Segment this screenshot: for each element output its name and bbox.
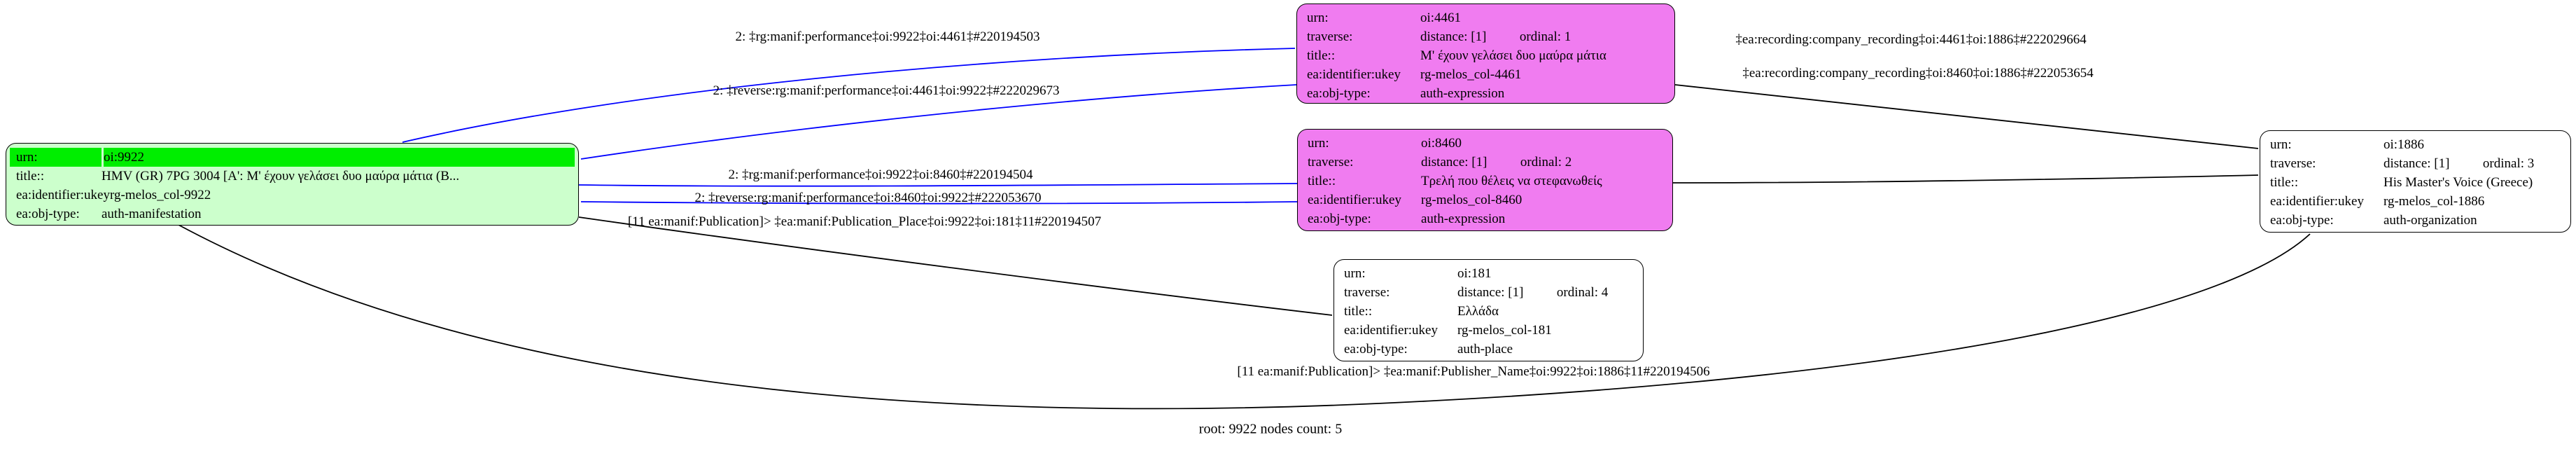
edge-label-publication-place-9922-181: [11 ea:manif:Publication]> ‡ea:manif:Pub… <box>627 214 1102 229</box>
node-row-urn: urn: oi:1886 <box>2264 135 2567 154</box>
node-row-traverse: traverse: distance: [1] ordinal: 1 <box>1301 27 1671 46</box>
node-oi-4461[interactable]: urn: oi:4461 traverse: distance: [1] ord… <box>1296 4 1675 104</box>
edge-reverse-performance-4461-9922 <box>580 84 1297 160</box>
field-key: ea:obj-type: <box>1344 342 1408 357</box>
field-key: urn: <box>10 148 102 167</box>
node-row-obj-type: ea:obj-type: auth-expression <box>1301 84 1671 103</box>
field-value: rg-melos_col-8460 <box>1421 193 1522 207</box>
field-value: rg-melos_col-1886 <box>2384 194 2485 209</box>
field-key: title:: <box>1307 48 1336 63</box>
field-value: auth-manifestation <box>102 207 202 221</box>
edge-performance-9922-4461 <box>402 48 1296 143</box>
field-key: ea:obj-type: <box>16 207 80 221</box>
field-key: title:: <box>16 169 45 184</box>
node-oi-1886[interactable]: urn: oi:1886 traverse: distance: [1] ord… <box>2260 130 2571 233</box>
field-value: Τρελή που θέλεις να στεφανωθείς <box>1421 174 1602 188</box>
field-key: traverse: <box>2270 156 2316 171</box>
node-row-traverse: traverse: distance: [1] ordinal: 4 <box>1338 283 1639 302</box>
field-value: oi:1886 <box>2384 137 2425 152</box>
node-row-traverse: traverse: distance: [1] ordinal: 3 <box>2264 154 2567 173</box>
field-value: oi:9922 <box>104 148 575 167</box>
field-key: title:: <box>2270 175 2299 190</box>
edge-label-reverse-performance-8460-9922: 2: ‡reverse:rg:manif:performance‡oi:8460… <box>694 191 1042 205</box>
field-value: auth-place <box>1457 342 1513 357</box>
node-row-title: title:: Τρελή που θέλεις να στεφανωθείς <box>1301 172 1669 191</box>
edge-label-performance-9922-4461: 2: ‡rg:manif:performance‡oi:9922‡oi:4461… <box>735 29 1040 44</box>
field-key: urn: <box>1307 11 1329 25</box>
edge-publisher-name-9922-1886 <box>178 224 2311 410</box>
edge-reverse-performance-8460-9922 <box>580 201 1299 205</box>
field-value: oi:4461 <box>1420 11 1462 25</box>
field-value: His Master's Voice (Greece) <box>2384 175 2533 190</box>
field-key: title:: <box>1308 174 1336 188</box>
node-oi-181[interactable]: urn: oi:181 traverse: distance: [1] ordi… <box>1334 259 1644 361</box>
node-row-identifier: ea:identifier:ukey rg-melos_col-9922 <box>10 186 575 205</box>
node-oi-8460[interactable]: urn: oi:8460 traverse: distance: [1] ord… <box>1297 129 1673 231</box>
node-row-obj-type: ea:obj-type: auth-manifestation <box>10 205 575 223</box>
node-row-urn: urn: oi:4461 <box>1301 8 1671 27</box>
node-row-obj-type: ea:obj-type: auth-organization <box>2264 211 2567 230</box>
edge-performance-9922-8460 <box>578 183 1298 187</box>
node-row-identifier: ea:identifier:ukey rg-melos_col-8460 <box>1301 191 1669 209</box>
field-key: urn: <box>2270 137 2292 152</box>
node-row-title: title:: Ελλάδα <box>1338 302 1639 321</box>
field-value: distance: [1] ordinal: 4 <box>1457 285 1609 300</box>
edge-label-publisher-name-9922-1886: [11 ea:manif:Publication]> ‡ea:manif:Pub… <box>1237 364 1710 379</box>
field-key: traverse: <box>1344 285 1390 300</box>
field-value: Ελλάδα <box>1457 304 1499 319</box>
field-value: Μ' έχουν γελάσει δυο μαύρα μάτια <box>1420 48 1606 63</box>
graph-root-label: root: 9922 nodes count: 5 <box>1198 421 1343 437</box>
node-row-title: title:: Μ' έχουν γελάσει δυο μαύρα μάτια <box>1301 46 1671 65</box>
field-key: traverse: <box>1307 29 1353 44</box>
edge-label-company-recording-8460-1886: ‡ea:recording:company_recording‡oi:8460‡… <box>1742 66 2094 81</box>
node-oi-9922[interactable]: urn: oi:9922 title:: HMV (GR) 7PG 3004 [… <box>6 143 579 226</box>
edge-publication-place-9922-181 <box>578 216 1333 316</box>
edge-label-performance-9922-8460: 2: ‡rg:manif:performance‡oi:9922‡oi:8460… <box>728 167 1033 182</box>
field-key: title:: <box>1344 304 1373 319</box>
field-value: auth-expression <box>1420 86 1505 101</box>
field-value: HMV (GR) 7PG 3004 [A': Μ' έχουν γελάσει … <box>102 169 460 184</box>
field-key: ea:identifier:ukey <box>1308 193 1401 207</box>
field-key: urn: <box>1308 136 1329 151</box>
field-value: rg-melos_col-181 <box>1457 323 1552 338</box>
field-value: auth-organization <box>2384 213 2477 228</box>
field-value: distance: [1] ordinal: 2 <box>1421 155 1572 170</box>
field-key: urn: <box>1344 266 1366 281</box>
node-row-identifier: ea:identifier:ukey rg-melos_col-4461 <box>1301 65 1671 84</box>
field-key: ea:identifier:ukey <box>2270 194 2364 209</box>
field-key: ea:obj-type: <box>2270 213 2334 228</box>
node-row-obj-type: ea:obj-type: auth-expression <box>1301 209 1669 228</box>
node-row-identifier: ea:identifier:ukey rg-melos_col-1886 <box>2264 192 2567 211</box>
field-key: ea:identifier:ukey <box>16 188 110 202</box>
edge-company-recording-8460-1886 <box>1671 174 2259 184</box>
field-value: distance: [1] ordinal: 3 <box>2384 156 2535 171</box>
field-key: traverse: <box>1308 155 1354 170</box>
node-row-identifier: ea:identifier:ukey rg-melos_col-181 <box>1338 321 1639 340</box>
field-value: oi:181 <box>1457 266 1492 281</box>
field-value: oi:8460 <box>1421 136 1462 151</box>
edge-company-recording-4461-1886 <box>1674 84 2259 149</box>
field-value: rg-melos_col-9922 <box>110 188 211 202</box>
field-key: ea:identifier:ukey <box>1307 67 1401 82</box>
edge-label-reverse-performance-4461-9922: 2: ‡reverse:rg:manif:performance‡oi:4461… <box>713 83 1060 98</box>
field-key: ea:obj-type: <box>1307 86 1371 101</box>
field-value: auth-expression <box>1421 212 1506 226</box>
node-row-urn: urn: oi:9922 <box>10 148 575 167</box>
edge-label-company-recording-4461-1886: ‡ea:recording:company_recording‡oi:4461‡… <box>1735 32 2087 47</box>
node-row-urn: urn: oi:181 <box>1338 264 1639 283</box>
node-row-urn: urn: oi:8460 <box>1301 134 1669 153</box>
node-row-obj-type: ea:obj-type: auth-place <box>1338 340 1639 359</box>
field-key: ea:identifier:ukey <box>1344 323 1438 338</box>
field-value: rg-melos_col-4461 <box>1420 67 1522 82</box>
field-key: ea:obj-type: <box>1308 212 1371 226</box>
field-value: distance: [1] ordinal: 1 <box>1420 29 1572 44</box>
node-row-traverse: traverse: distance: [1] ordinal: 2 <box>1301 153 1669 172</box>
node-row-title: title:: HMV (GR) 7PG 3004 [A': Μ' έχουν … <box>10 167 575 186</box>
node-row-title: title:: His Master's Voice (Greece) <box>2264 173 2567 192</box>
